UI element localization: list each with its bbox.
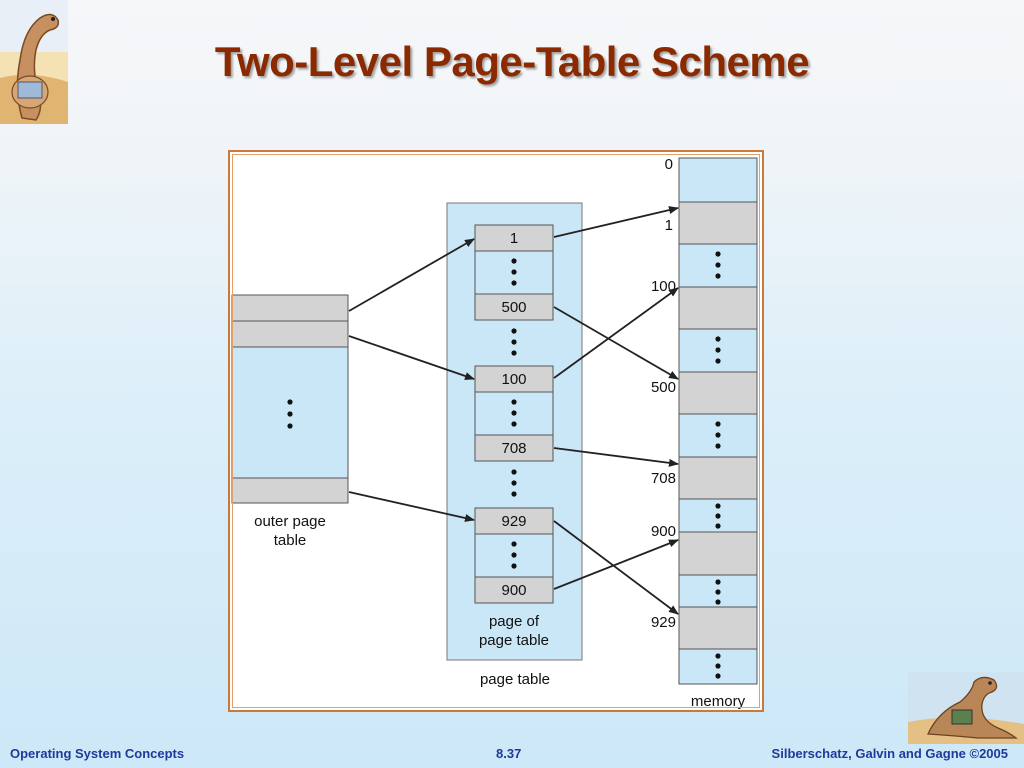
page-table-label: page table [480, 671, 550, 688]
page-table-entry-929 [474, 507, 554, 535]
page-table-entry-900-label: 900 [501, 582, 526, 599]
outer-to-page-table-arrows [348, 238, 475, 522]
page-table-entry-1 [474, 224, 554, 252]
memory-label-100: 100 [651, 278, 676, 295]
memory-label-1: 1 [665, 217, 673, 234]
page-table-entry-708-label: 708 [501, 440, 526, 457]
page-table-entry-100-label: 100 [501, 371, 526, 388]
page-table-entry-100 [474, 365, 554, 393]
memory-label-500: 500 [651, 379, 676, 396]
memory-frame-1 [678, 201, 758, 245]
memory-frame-100 [678, 286, 758, 330]
page-table-entry-1-label: 1 [510, 230, 518, 247]
footer-slide-number: 8.37 [496, 746, 522, 761]
memory-label: memory [691, 693, 746, 710]
memory: 0 1 100 500 708 900 929 memory [651, 156, 758, 710]
diagram-frame: outer page table page table 1 500 100 70… [228, 150, 764, 712]
memory-frame-708 [678, 456, 758, 500]
outer-table-label-line1: outer page [254, 513, 326, 530]
page-table-entry-929-label: 929 [501, 513, 526, 530]
memory-label-0: 0 [665, 156, 673, 173]
page-table-entry-900 [474, 576, 554, 604]
outer-page-table: outer page table [231, 294, 349, 549]
dinosaur-logo-bottom [908, 672, 1024, 744]
page-title: Two-Level Page-Table Scheme [214, 38, 810, 85]
memory-frame-500 [678, 371, 758, 415]
page-table-entry-500-label: 500 [501, 299, 526, 316]
memory-label-929: 929 [651, 614, 676, 631]
footer-course-title: Operating System Concepts [10, 746, 185, 761]
two-level-page-table-diagram: outer page table page table 1 500 100 70… [231, 156, 758, 710]
page-of-page-table-line1: page of [489, 613, 540, 630]
page-table-entry-708 [474, 434, 554, 462]
memory-frame-929 [678, 606, 758, 650]
page-table-ellipses [511, 258, 517, 569]
outer-entry-3 [231, 477, 349, 504]
outer-entry-1 [231, 294, 349, 322]
outer-table-label-line2: table [274, 532, 307, 549]
page-table-entry-500 [474, 293, 554, 321]
page-of-page-table-line2: page table [479, 632, 549, 649]
dinosaur-logo-top [0, 0, 68, 124]
outer-entry-2 [231, 320, 349, 348]
memory-frame-900 [678, 531, 758, 576]
page-table-to-memory-arrows [553, 206, 679, 615]
memory-ellipses [715, 251, 721, 679]
memory-label-900: 900 [651, 523, 676, 540]
outer-ellipsis [287, 399, 293, 429]
memory-label-708: 708 [651, 470, 676, 487]
page-table: page table 1 500 100 708 929 900 [446, 202, 583, 688]
footer-copyright: Silberschatz, Galvin and Gagne ©2005 [771, 746, 1008, 761]
